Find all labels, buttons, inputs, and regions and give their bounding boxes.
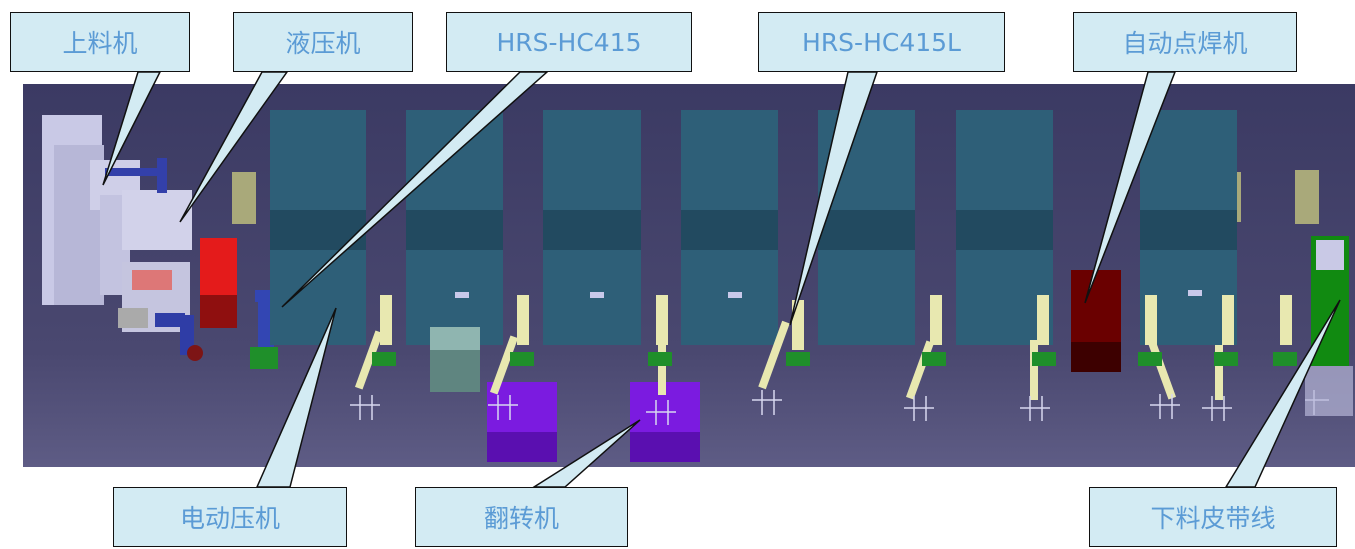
callout-hrs-hc415l: HRS-HC415L (758, 12, 1005, 72)
callout-unloading-belt: 下料皮带线 (1089, 487, 1337, 547)
callout-auto-spot-welder: 自动点焊机 (1073, 12, 1297, 72)
callout-flipper: 翻转机 (415, 487, 628, 547)
spot-welder (1071, 270, 1121, 342)
callout-hydraulic-press: 液压机 (233, 12, 413, 72)
callout-leaders (102, 71, 1341, 488)
robot-bases (372, 352, 1297, 366)
loader-robot (105, 158, 203, 361)
control-cabinet (232, 172, 256, 224)
callout-loader: 上料机 (10, 12, 190, 72)
callout-electric-press: 电动压机 (113, 487, 347, 547)
callout-hrs-hc415: HRS-HC415 (446, 12, 692, 72)
